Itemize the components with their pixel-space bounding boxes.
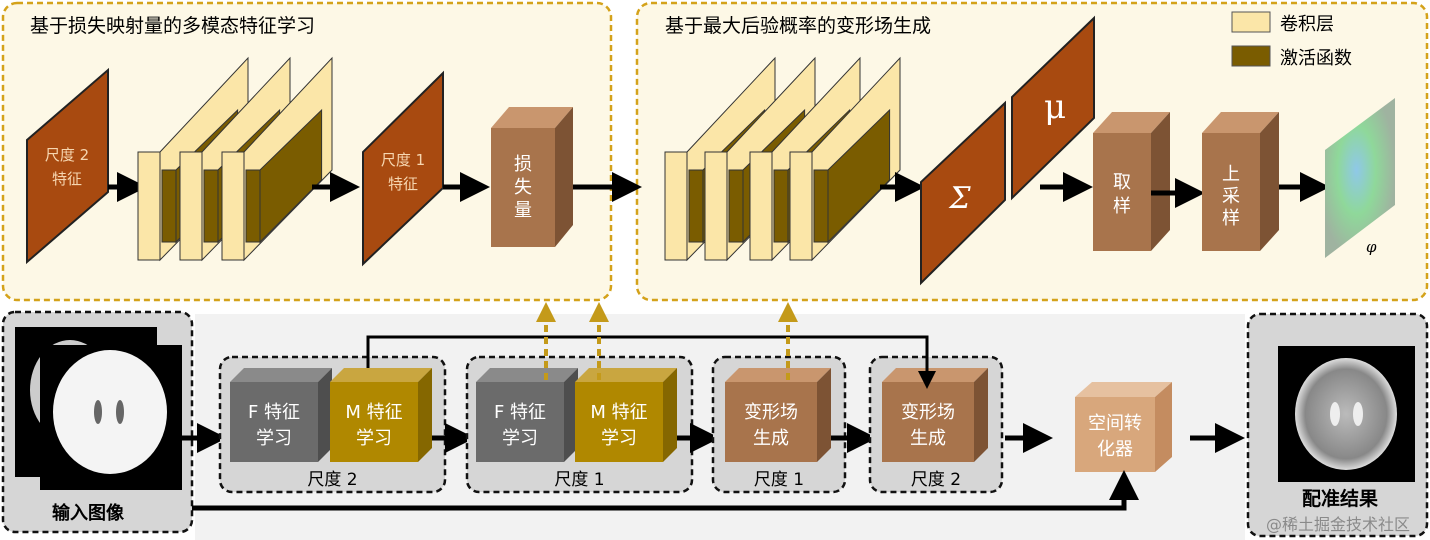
scale2-deformation-block-label: 变形场 (901, 402, 955, 423)
mu-map (1011, 15, 1095, 201)
conv-layer-front (704, 151, 728, 261)
activation-layer-front (161, 169, 177, 243)
conv-stack-right (664, 56, 901, 262)
conv-layer-front (664, 151, 688, 261)
phi-label: φ (1366, 238, 1377, 256)
scale2-f-learning-block-label: 学习 (256, 428, 292, 449)
conv-layer-front (179, 151, 203, 261)
scale2-learning-group-label: 尺度 2 (307, 470, 357, 490)
upsampling-label-3: 样 (1222, 208, 1240, 229)
scale2-f-learning-block-label: F 特征 (248, 402, 300, 423)
legend-activation-label: 激活函数 (1280, 48, 1352, 69)
connector-arrow (366, 335, 936, 389)
sigma-map (920, 100, 1006, 286)
conv-layer-front (749, 151, 773, 261)
upsampling-label-2: 采 (1222, 186, 1240, 207)
legend-conv-swatch (1231, 11, 1271, 33)
input-label: 输入图像 (52, 502, 125, 524)
watermark: @稀土掘金技术社区 (1266, 515, 1410, 534)
scale2-m-learning-block: M 特征学习 (330, 368, 432, 462)
scale2-feature-map (26, 67, 109, 265)
input-skip-arrow (192, 470, 1139, 511)
loss-label-3: 量 (514, 200, 532, 221)
activation-layer-front (773, 169, 789, 243)
sampling-label-1: 取 (1113, 172, 1131, 193)
conv-layer-front (221, 151, 245, 261)
legend-activation-swatch (1231, 45, 1271, 67)
registered-brain (1295, 358, 1397, 470)
sigma-label: Σ (948, 181, 971, 216)
activation-layer-front (728, 169, 744, 243)
activation-layer-front (245, 169, 261, 243)
scale1-f-learning-block-label: F 特征 (494, 402, 546, 423)
loss-label-1: 损 (514, 154, 532, 175)
brain-image (53, 350, 167, 474)
stn-label-2: 化器 (1097, 439, 1133, 460)
scale1-m-learning-block-label: M 特征 (590, 402, 647, 423)
scale2-feature-label: 尺度 2 (45, 146, 89, 164)
scale1-deformation-block-label: 生成 (753, 428, 789, 449)
scale2-f-learning-block: F 特征学习 (230, 368, 332, 462)
loss-label-2: 失 (514, 177, 532, 198)
scale2-m-learning-block-label: 学习 (356, 428, 392, 449)
scale1-deformation-block: 变形场生成 (725, 368, 831, 462)
scale2-deformation-block-label: 生成 (910, 428, 946, 449)
feature-learning-title: 基于损失映射量的多模态特征学习 (30, 15, 315, 37)
scale1-feature-label-2: 特征 (388, 175, 418, 193)
activation-layer-front (813, 169, 829, 243)
sampling-label-2: 样 (1113, 196, 1131, 217)
scale1-f-learning-block: F 特征学习 (476, 368, 578, 462)
legend-conv-label: 卷积层 (1280, 14, 1334, 35)
output-label: 配准结果 (1302, 487, 1378, 510)
conv-layer-front (137, 151, 161, 261)
deformation-field-phi-image (1325, 98, 1395, 258)
conv-stack-left (137, 56, 333, 262)
scale2-m-learning-block-label: M 特征 (345, 402, 402, 423)
scale2-deformation-group-label: 尺度 2 (911, 470, 961, 490)
scale2-deformation-block: 变形场生成 (882, 368, 988, 462)
scale2-feature-label-2: 特征 (52, 170, 82, 188)
loss-block: 损 失 量 (491, 107, 573, 247)
sampling-block: 取 样 (1093, 112, 1170, 251)
scale1-m-learning-block-label: 学习 (601, 428, 637, 449)
activation-layer-front (688, 169, 704, 243)
scale1-learning-group-label: 尺度 1 (554, 470, 604, 490)
scale1-deformation-block-label: 变形场 (744, 402, 798, 423)
upsampling-block: 上 采 样 (1202, 112, 1279, 251)
scale1-feature-map (362, 70, 444, 267)
scale1-f-learning-block-label: 学习 (502, 428, 538, 449)
stn-label-1: 空间转 (1088, 413, 1142, 434)
activation-layer-front (203, 169, 219, 243)
upsampling-label-1: 上 (1222, 164, 1240, 185)
scale1-m-learning-block: M 特征学习 (575, 368, 677, 462)
scale1-feature-label: 尺度 1 (381, 151, 425, 169)
scale1-deformation-group-label: 尺度 1 (754, 470, 804, 490)
spatial-transformer-block: 空间转 化器 (1075, 382, 1172, 472)
conv-layer-front (789, 151, 813, 261)
mu-label: μ (1044, 87, 1066, 127)
deformation-title: 基于最大后验概率的变形场生成 (665, 15, 931, 37)
